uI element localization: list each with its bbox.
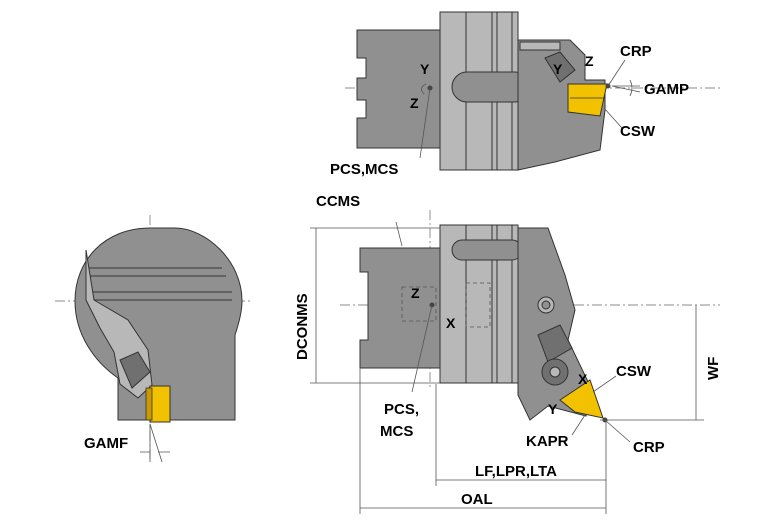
side-view: GAMF: [55, 215, 250, 463]
front-shank: [359, 247, 441, 369]
top-axis-z: Z: [410, 95, 419, 111]
insert-axis-y: Y: [548, 401, 558, 417]
top-crp-label: CRP: [620, 43, 652, 60]
dconms-label: DCONMS: [294, 293, 311, 360]
top-view: CRP GAMP CSW PCS,MCS Y Z Y Z: [330, 11, 720, 178]
front-slot: [451, 239, 523, 261]
front-view: CCMS DCONMS WF CSW KAPR CRP PCS, MCS LF,…: [294, 193, 722, 514]
top-insert-axis-y: Y: [553, 61, 563, 77]
top-csw-label: CSW: [620, 123, 656, 140]
front-axis-z: Z: [411, 285, 420, 301]
front-crp-label: CRP: [633, 439, 665, 456]
front-axis-x: X: [446, 315, 456, 331]
front-mcs-label: MCS: [380, 423, 413, 440]
top-shank: [356, 29, 441, 149]
ccms-label: CCMS: [316, 193, 360, 210]
insert-axis-x: X: [578, 371, 588, 387]
front-csw-label: CSW: [616, 363, 652, 380]
side-insert: [149, 385, 171, 423]
wf-label: WF: [705, 357, 722, 380]
lf-lpr-lta-label: LF,LPR,LTA: [475, 463, 557, 480]
top-axis-y: Y: [420, 61, 430, 77]
front-insert: [559, 379, 604, 419]
gamf-label: GAMF: [84, 435, 128, 452]
kapr-label: KAPR: [526, 433, 569, 450]
top-pcs-mcs-label: PCS,MCS: [330, 161, 398, 178]
top-gamp-label: GAMP: [644, 81, 689, 98]
oal-label: OAL: [461, 491, 493, 508]
top-insert: [567, 83, 608, 117]
top-insert-axis-z: Z: [585, 53, 594, 69]
front-pcs-label: PCS,: [384, 401, 419, 418]
